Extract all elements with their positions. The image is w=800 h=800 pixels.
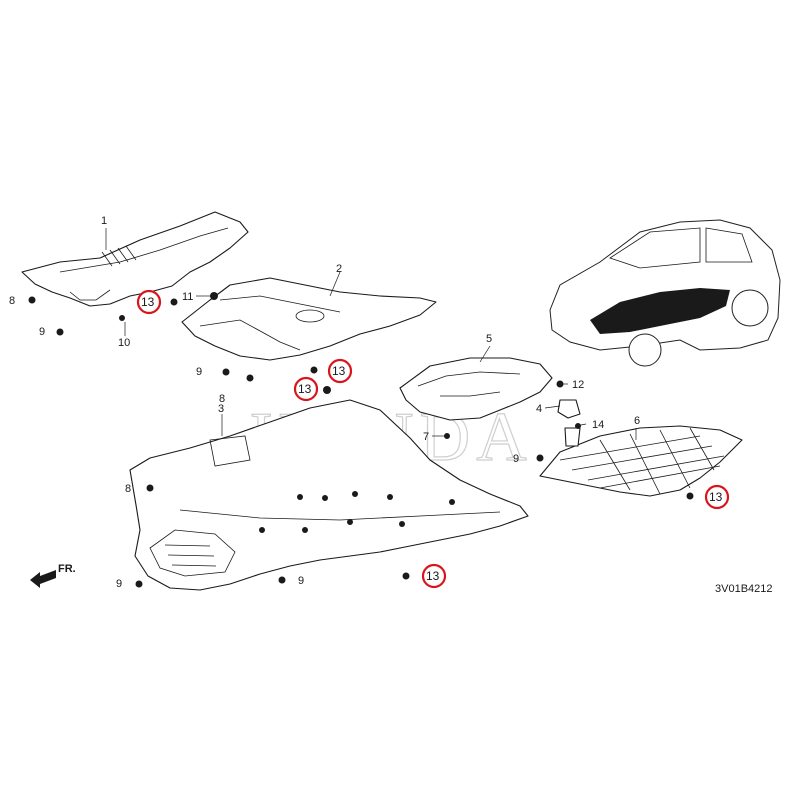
part-6-rear-cover[interactable] xyxy=(539,425,743,497)
highlight-13-rear: 13 xyxy=(709,490,723,504)
highlight-ring-13-front xyxy=(136,289,162,315)
callout-12: 12 xyxy=(572,379,584,391)
diagram-code: 3V01B4212 xyxy=(715,583,773,595)
highlight-13-center: 13 xyxy=(332,364,346,378)
callout-14: 14 xyxy=(592,419,604,431)
part-1-cover[interactable] xyxy=(21,211,249,307)
callout-9-left: 9 xyxy=(39,326,45,338)
highlight-13-bottom: 13 xyxy=(426,569,440,583)
part-5-tray[interactable] xyxy=(399,357,553,421)
callout-10: 10 xyxy=(118,337,130,349)
callout-2: 2 xyxy=(336,263,342,275)
part-4-bracket[interactable] xyxy=(557,399,581,419)
highlight-13-mid: 13 xyxy=(298,382,312,396)
callout-9-rear: 9 xyxy=(513,453,519,465)
callout-9-center: 9 xyxy=(196,366,202,378)
callout-5: 5 xyxy=(486,333,492,345)
clip-fasteners xyxy=(28,292,694,588)
highlight-13-front: 13 xyxy=(141,295,155,309)
vehicle-location-illustration xyxy=(549,219,781,367)
callout-6: 6 xyxy=(634,415,640,427)
part-14-bracket[interactable] xyxy=(564,427,581,447)
callout-8-center: 8 xyxy=(219,393,225,405)
callout-4: 4 xyxy=(536,403,542,415)
callout-9-bottom: 9 xyxy=(298,575,304,587)
callout-8-left: 8 xyxy=(9,295,15,307)
part-2-cover[interactable] xyxy=(181,277,437,361)
callout-11: 11 xyxy=(182,291,193,303)
highlight-ring-13-rear xyxy=(704,484,730,510)
part-3-main-cover[interactable] xyxy=(129,399,529,591)
callout-9-bottom-left: 9 xyxy=(116,578,122,590)
part-callouts: 1 2 3 4 5 6 7 8 8 8 9 9 9 9 9 10 11 12 1… xyxy=(9,215,640,590)
callout-7: 7 xyxy=(423,431,429,443)
highlight-ring-13-mid xyxy=(293,376,319,402)
part-3-fastener-holes xyxy=(259,491,455,533)
front-label: FR. xyxy=(58,563,76,575)
highlight-ring-13-bottom xyxy=(421,563,447,589)
front-arrow-icon xyxy=(30,570,56,588)
highlighted-part-13[interactable]: 13 13 13 13 13 xyxy=(136,289,730,589)
front-direction-indicator: FR. xyxy=(30,563,76,588)
callout-3: 3 xyxy=(218,403,224,415)
callout-8-lower: 8 xyxy=(125,483,131,495)
callout-1: 1 xyxy=(101,215,107,227)
highlight-ring-13-center xyxy=(327,358,353,384)
